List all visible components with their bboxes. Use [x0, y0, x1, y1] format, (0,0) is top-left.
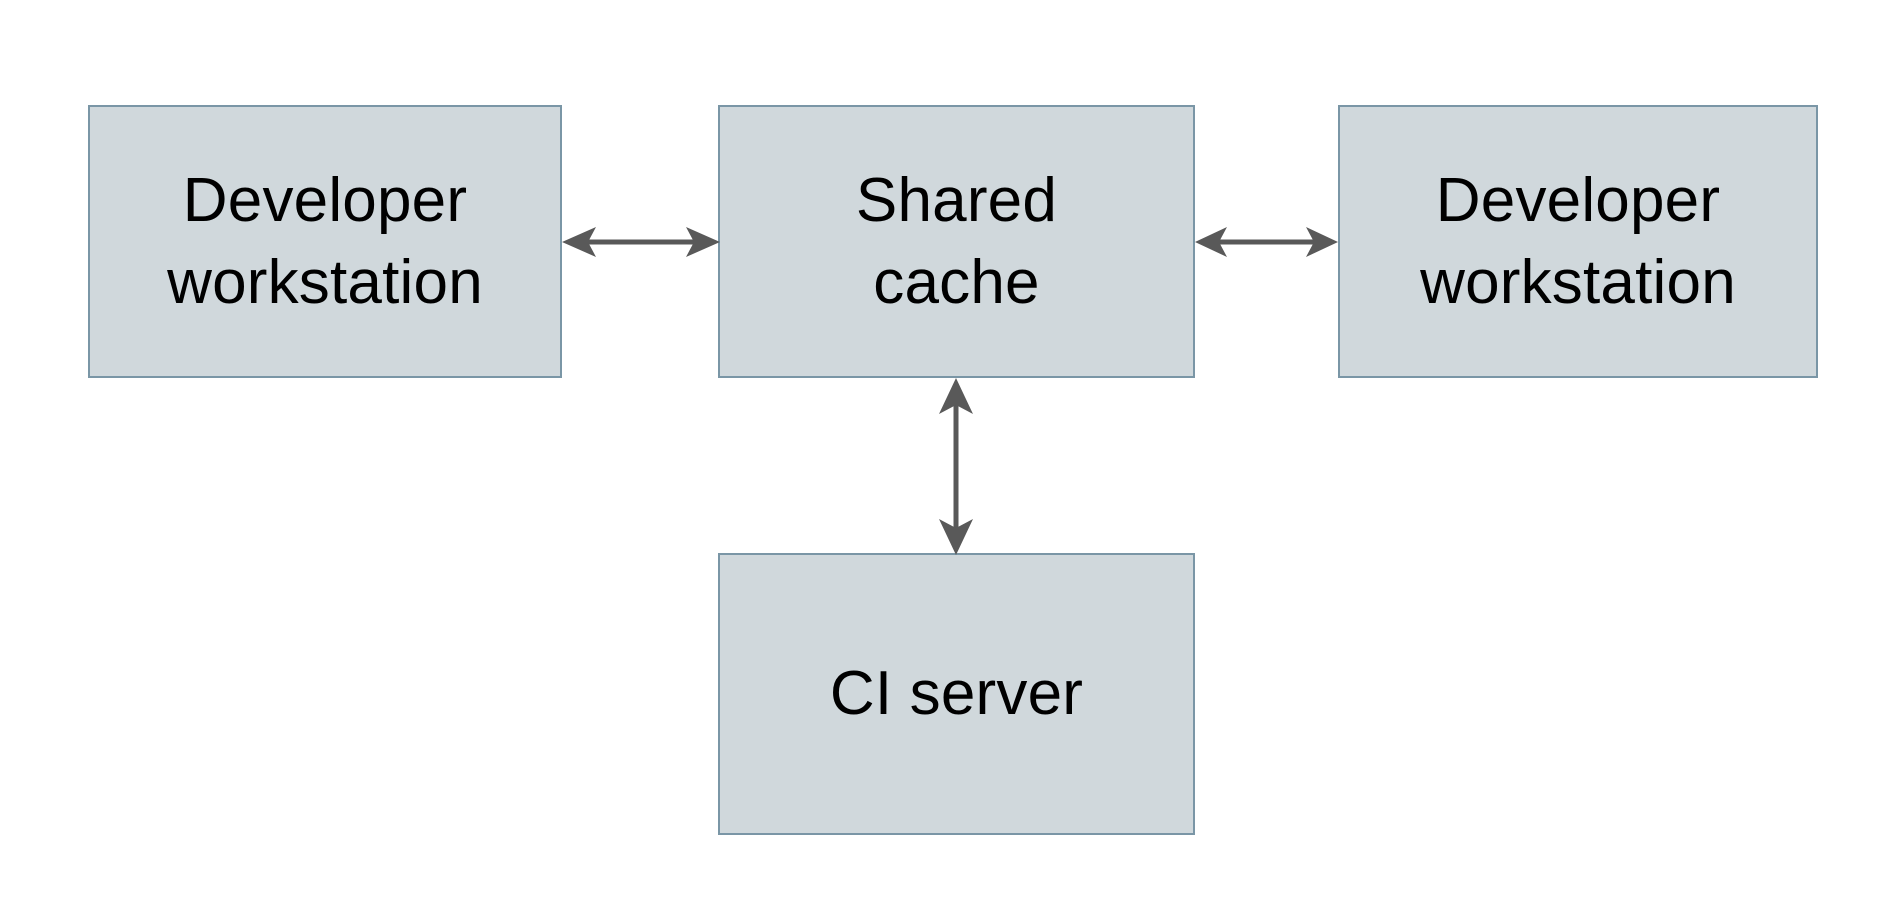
node-ci-server[interactable]: CI server: [718, 553, 1195, 835]
node-developer-workstation-right[interactable]: Developer workstation: [1338, 105, 1818, 378]
arrowhead-bottom: [939, 519, 973, 555]
node-label: Developer workstation: [1420, 165, 1736, 317]
arrowhead-right: [1306, 227, 1338, 257]
arrowhead-right: [686, 227, 720, 257]
node-shared-cache[interactable]: Shared cache: [718, 105, 1195, 378]
connector-left-workstation-to-cache[interactable]: [560, 210, 722, 274]
node-label: Developer workstation: [167, 165, 483, 317]
node-developer-workstation-left[interactable]: Developer workstation: [88, 105, 562, 378]
arrowhead-left: [1195, 227, 1227, 257]
arrowhead-left: [562, 227, 596, 257]
connector-cache-to-right-workstation[interactable]: [1193, 210, 1340, 274]
node-label: Shared cache: [855, 165, 1058, 317]
arrowhead-top: [939, 378, 973, 414]
node-label: CI server: [829, 659, 1084, 729]
connector-ci-server-to-cache[interactable]: [924, 376, 988, 557]
